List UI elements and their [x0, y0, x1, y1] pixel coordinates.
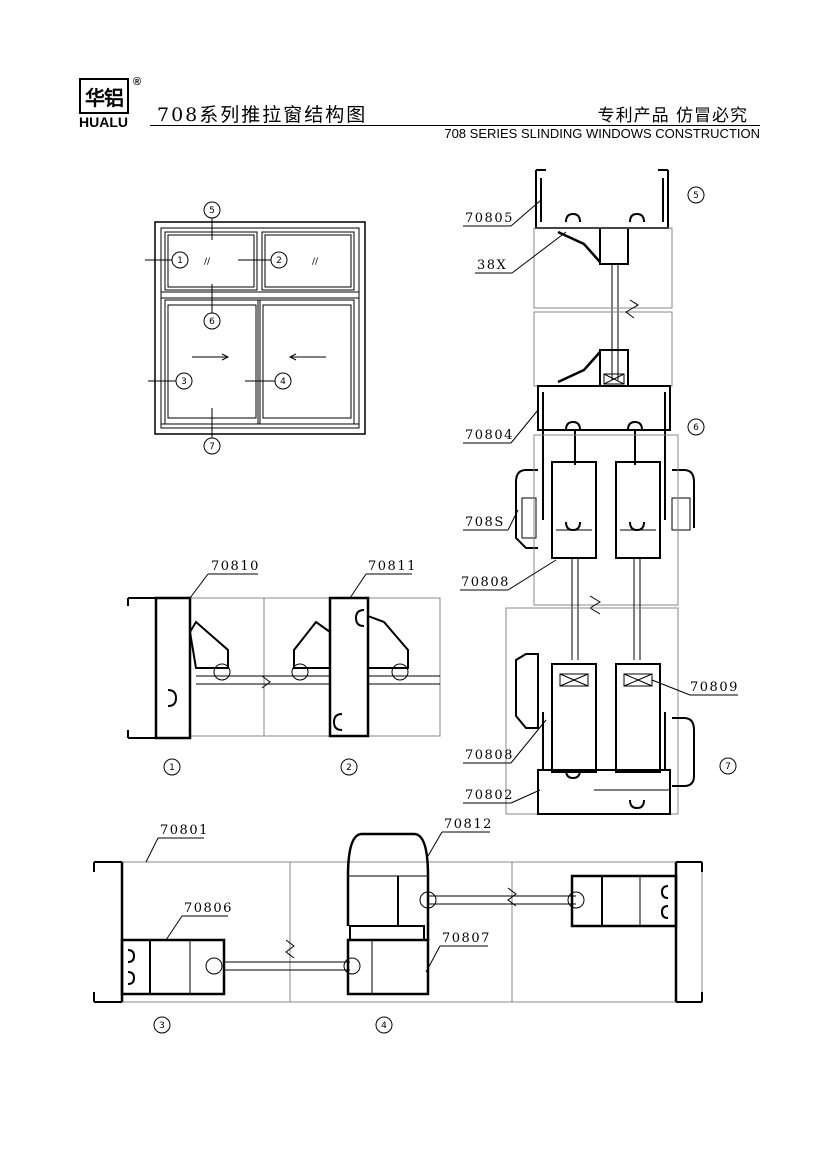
glass-mark-left: //: [204, 257, 211, 267]
window-elevation: [145, 201, 366, 455]
label-70805: 70805: [465, 211, 514, 226]
section-number-7: 7: [725, 762, 731, 772]
title-chinese: 708系列推拉窗结构图: [157, 104, 368, 126]
elevation-callout-2: 2: [276, 256, 282, 266]
hualu-logo: 华铝 ® HUALU: [79, 76, 141, 130]
label-70807: 70807: [442, 931, 491, 946]
horizontal-section-transom: [127, 596, 441, 776]
label-70812: 70812: [444, 817, 493, 832]
section-number-5: 5: [693, 191, 699, 201]
horizontal-section-sliding: [93, 832, 703, 1034]
label-70802: 70802: [465, 788, 514, 803]
label-70809: 70809: [690, 680, 739, 695]
section-number-2: 2: [346, 763, 352, 773]
section-number-4: 4: [381, 1021, 387, 1031]
label-70804: 70804: [465, 428, 514, 443]
label-leaders: [145, 199, 738, 973]
label-70801: 70801: [160, 823, 209, 838]
label-38x: 38X: [477, 258, 507, 273]
registered-mark: ®: [133, 76, 142, 88]
elevation-callout-4: 4: [280, 377, 286, 387]
glass-mark-right: //: [312, 257, 319, 267]
label-70810: 70810: [211, 559, 260, 574]
elevation-callout-7: 7: [209, 442, 215, 452]
logo-brand-text: HUALU: [79, 114, 128, 130]
callout-circles-vertical: [687, 186, 737, 775]
title-english: 708 SERIES SLINDING WINDOWS CONSTRUCTION: [444, 126, 760, 141]
label-70811: 70811: [368, 559, 417, 574]
elevation-callout-3: 3: [181, 377, 187, 387]
section-number-3: 3: [159, 1021, 165, 1031]
title-rule: [150, 125, 760, 126]
logo-mark: 华铝: [79, 78, 129, 114]
section-number-1: 1: [169, 763, 175, 773]
label-70808-upper: 70808: [461, 575, 510, 590]
patent-notice: 专利产品 仿冒必究: [597, 106, 748, 126]
section-number-6: 6: [693, 423, 699, 433]
elevation-callout-6: 6: [209, 317, 215, 327]
label-708s: 708S: [465, 515, 505, 530]
vertical-section: [505, 169, 695, 815]
label-70808-lower: 70808: [465, 748, 514, 763]
elevation-callout-1: 1: [177, 256, 183, 266]
elevation-callout-5: 5: [209, 206, 215, 216]
label-70806: 70806: [184, 901, 233, 916]
